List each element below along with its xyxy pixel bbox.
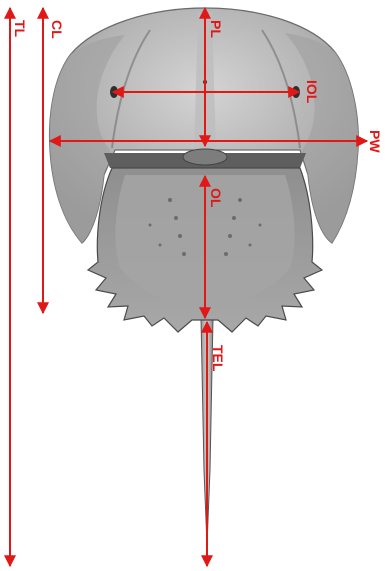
label-iol: IOL: [304, 80, 320, 104]
label-tel: TEL: [210, 345, 226, 372]
hinge-center: [183, 149, 227, 165]
label-tl: TL: [12, 20, 28, 38]
label-cl: CL: [49, 20, 65, 39]
label-ol: OL: [208, 188, 224, 208]
label-pw: PW: [367, 130, 383, 153]
label-pl: PL: [208, 20, 224, 38]
